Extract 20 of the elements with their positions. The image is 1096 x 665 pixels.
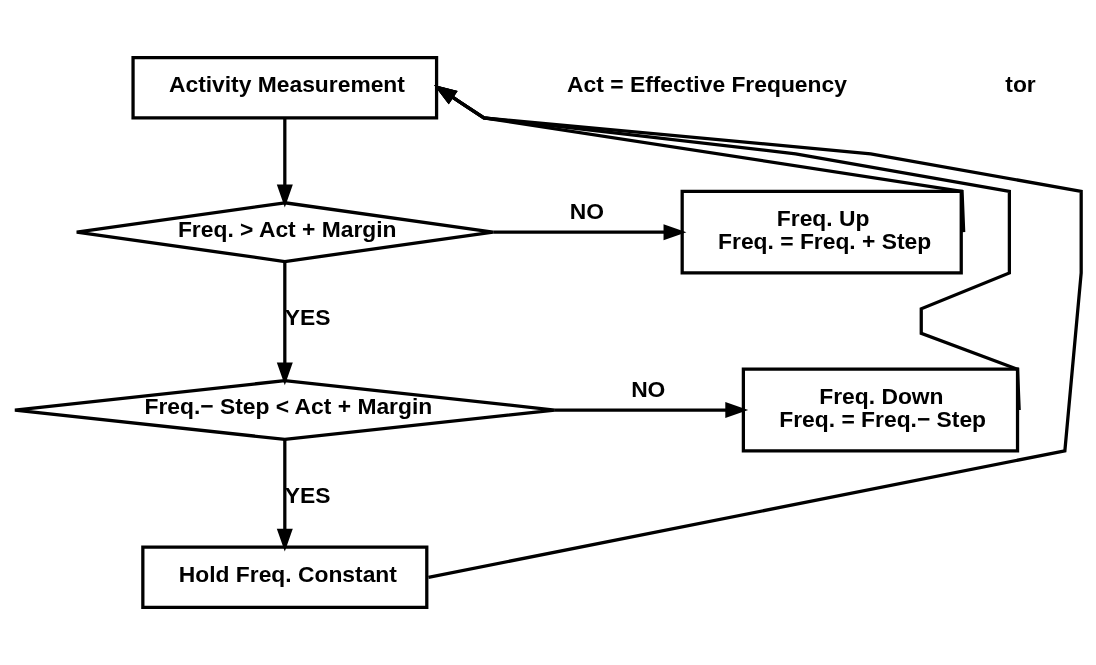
arrow [276, 117, 293, 208]
node-box: Activity Measurement [131, 55, 439, 120]
node-diamond: Freq. > Act + Margin [75, 201, 495, 264]
arrow [434, 85, 1021, 411]
label: tor [1005, 71, 1036, 98]
node-box: Hold Freq. Constant [141, 545, 429, 610]
node-box: Freq. Down Freq. = Freq.− Step [741, 367, 1020, 453]
arrow [554, 402, 749, 419]
edge-label: NO [631, 376, 666, 403]
label: Act = Effective Frequency [567, 71, 847, 98]
arrow [428, 85, 1083, 579]
node-box: Freq. Up Freq. = Freq. + Step [680, 189, 963, 275]
edge-label: YES [284, 304, 331, 331]
node-diamond: Freq.− Step < Act + Margin [13, 379, 557, 442]
arrow [276, 439, 293, 552]
edge-label: YES [284, 482, 331, 509]
edge-label: NO [569, 198, 605, 225]
arrow [276, 261, 293, 386]
arrow [493, 224, 687, 241]
arrow [434, 85, 966, 233]
